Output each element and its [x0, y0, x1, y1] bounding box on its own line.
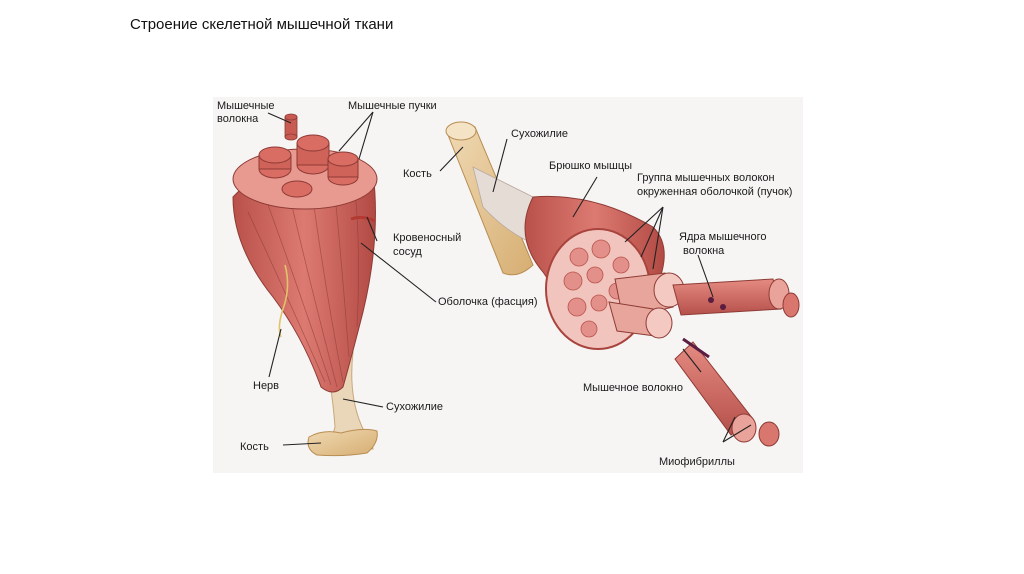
label-left-bone: Кость [240, 441, 269, 453]
left-muscle-fibers-top [285, 114, 297, 140]
label-muscle-bundles: Мышечные пучки [348, 100, 437, 112]
muscle-diagram: Мышечные волокна Мышечные пучки Кровенос… [213, 97, 803, 473]
nucleus-mark [720, 304, 726, 310]
nucleus-mark [708, 297, 714, 303]
label-muscle-belly: Брюшко мышцы [549, 160, 632, 172]
label-muscle-fiber: Мышечное волокно [583, 382, 683, 394]
slide-title: Строение скелетной мышечной ткани [130, 16, 393, 33]
label-blood-vessel-line1: Кровеносный [393, 232, 461, 244]
right-bone-end [446, 122, 476, 140]
muscle-structure-figure: Мышечные волокна Мышечные пучки Кровенос… [213, 97, 803, 473]
label-right-tendon: Сухожилие [511, 128, 568, 140]
label-fiber-group-line1: Группа мышечных волокон [637, 172, 775, 184]
label-left-tendon: Сухожилие [386, 401, 443, 413]
label-muscle-fibers-line1: Мышечные [217, 100, 274, 112]
label-muscle-fibers-line2: волокна [217, 113, 259, 125]
label-nerve: Нерв [253, 380, 279, 392]
label-fiber-group-line2: окруженная оболочкой (пучок) [637, 186, 792, 198]
label-blood-vessel-line2: сосуд [393, 246, 422, 258]
label-fiber-nuclei-line1: Ядра мышечного [679, 231, 767, 243]
label-myofibrils: Миофибриллы [659, 456, 735, 468]
left-bone-shape [308, 429, 377, 455]
label-fiber-nuclei-line2: волокна [683, 245, 725, 257]
label-right-bone: Кость [403, 168, 432, 180]
label-sheath: Оболочка (фасция) [438, 296, 538, 308]
